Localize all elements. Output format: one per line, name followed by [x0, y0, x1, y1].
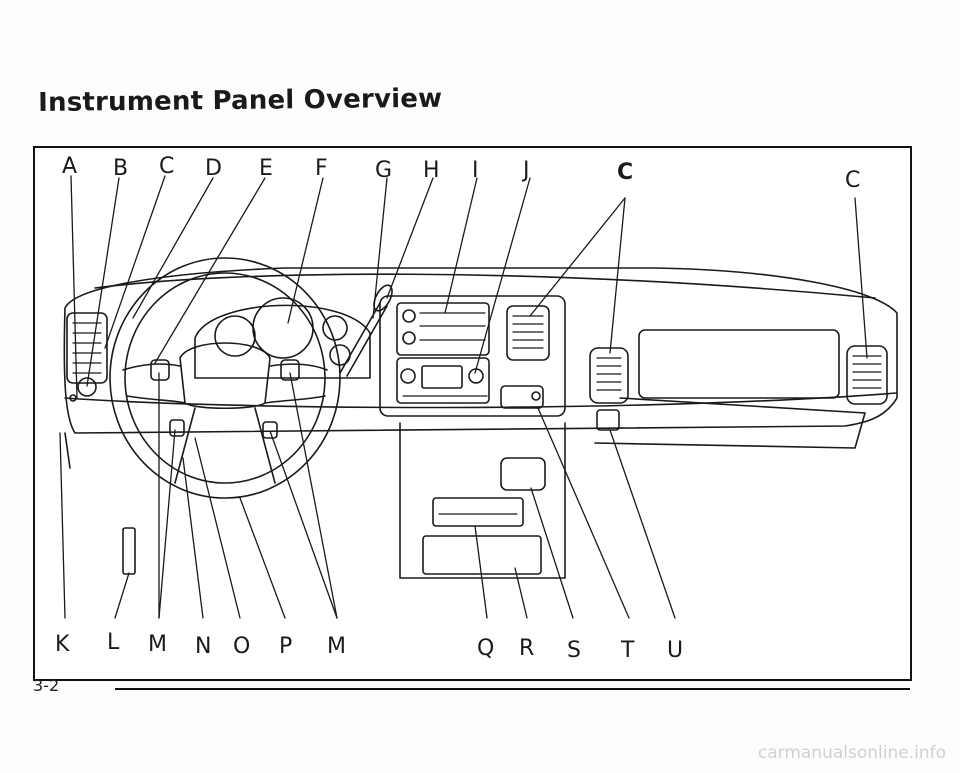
storage-unit	[432, 497, 524, 527]
glove-box-latch	[596, 409, 620, 431]
leader-a	[70, 175, 78, 399]
callout-s: S	[567, 638, 581, 663]
lower-left-wheel-controls	[169, 419, 185, 437]
leader-m-right-1	[289, 372, 338, 619]
leader-k	[59, 432, 66, 619]
leader-r	[514, 567, 528, 619]
leader-n	[182, 457, 204, 619]
steering-spoke-bottom	[174, 407, 276, 484]
dashboard-lower-edge	[64, 392, 898, 409]
left-wheel-controls	[150, 359, 170, 381]
callout-e: E	[259, 156, 273, 181]
leader-o	[194, 437, 241, 619]
leader-m-right-2	[269, 430, 338, 619]
leader-h	[386, 177, 434, 299]
left-small-knob	[69, 394, 77, 402]
cup-holder	[500, 457, 546, 491]
leader-e	[154, 177, 266, 364]
tachometer	[214, 315, 256, 357]
steering-wheel-outer	[109, 257, 341, 499]
leader-d	[132, 177, 214, 319]
passenger-center-vent	[589, 347, 629, 404]
lower-console	[399, 422, 566, 579]
leader-j	[474, 177, 531, 374]
callout-i: I	[472, 158, 479, 183]
leader-t	[537, 407, 630, 619]
steering-spoke-right	[264, 363, 328, 404]
instrument-panel-figure: A B C D E F G H I J C C K L M N O P M Q …	[33, 146, 912, 681]
callout-g: G	[375, 158, 393, 183]
leader-i	[444, 177, 478, 314]
leader-g	[372, 177, 388, 319]
footer-rule	[115, 688, 910, 690]
callout-j: J	[523, 158, 530, 183]
leader-c-left	[104, 175, 166, 349]
leader-s	[530, 487, 574, 619]
callout-r: R	[519, 636, 535, 661]
leader-b	[86, 177, 120, 387]
center-stack	[379, 295, 566, 417]
climate-control	[396, 357, 490, 404]
callout-n: N	[195, 634, 212, 659]
page-number: 3-2	[33, 676, 60, 695]
callout-c-1: C	[159, 154, 175, 179]
hazard-button	[500, 385, 544, 409]
leader-c-center-2	[609, 197, 626, 354]
headlamp-knob	[77, 377, 97, 397]
climate-knob-left	[400, 368, 416, 384]
dashboard-illustration	[59, 175, 898, 619]
leader-f	[287, 177, 324, 324]
radio-knob-left	[402, 309, 416, 323]
storage-bin	[422, 535, 542, 575]
callout-m-1: M	[148, 632, 167, 657]
right-air-vent	[846, 345, 888, 405]
callout-u: U	[667, 638, 684, 663]
callout-p: P	[279, 634, 293, 659]
callout-d: D	[205, 156, 222, 181]
leader-lines	[59, 175, 868, 619]
callout-b: B	[113, 156, 129, 181]
center-air-vent	[506, 305, 550, 361]
callout-l: L	[107, 630, 120, 655]
leader-p	[239, 497, 286, 619]
callout-c-2: C	[617, 160, 634, 185]
cluster-hood	[194, 304, 371, 379]
callout-t: T	[621, 638, 635, 663]
callout-f: F	[315, 156, 328, 181]
callout-m-2: M	[327, 634, 346, 659]
leader-l	[114, 572, 130, 619]
steering-spoke-left	[122, 363, 186, 404]
callout-c-3: C	[845, 168, 861, 193]
glove-box	[638, 329, 840, 399]
shift-lever-knob	[373, 284, 393, 312]
callout-q: Q	[477, 636, 495, 661]
leader-m-left-2	[158, 429, 176, 619]
leader-u	[609, 429, 676, 619]
speedometer	[252, 297, 314, 359]
callout-o: O	[233, 634, 251, 659]
accessory-outlet	[531, 391, 541, 401]
steering-hub	[179, 342, 271, 410]
page-title: Instrument Panel Overview	[38, 83, 443, 118]
callout-a: A	[62, 154, 78, 179]
climate-display	[421, 365, 463, 389]
steering-wheel-inner	[124, 272, 326, 484]
radio-knob-left-2	[402, 331, 416, 345]
leader-c-right	[854, 197, 868, 359]
callout-h: H	[423, 158, 440, 183]
dashboard-top-edge	[94, 273, 876, 299]
watermark: carmanualsonline.info	[757, 743, 946, 763]
leader-q	[474, 525, 488, 619]
right-wheel-controls	[280, 359, 300, 381]
radio-unit	[396, 302, 490, 356]
parking-brake-release	[122, 527, 136, 575]
gauge-small-1	[322, 315, 348, 341]
leader-c-center-1	[529, 197, 626, 317]
kick-panel-line	[64, 397, 866, 469]
callout-k: K	[55, 632, 70, 657]
lower-right-wheel-controls	[262, 421, 278, 439]
